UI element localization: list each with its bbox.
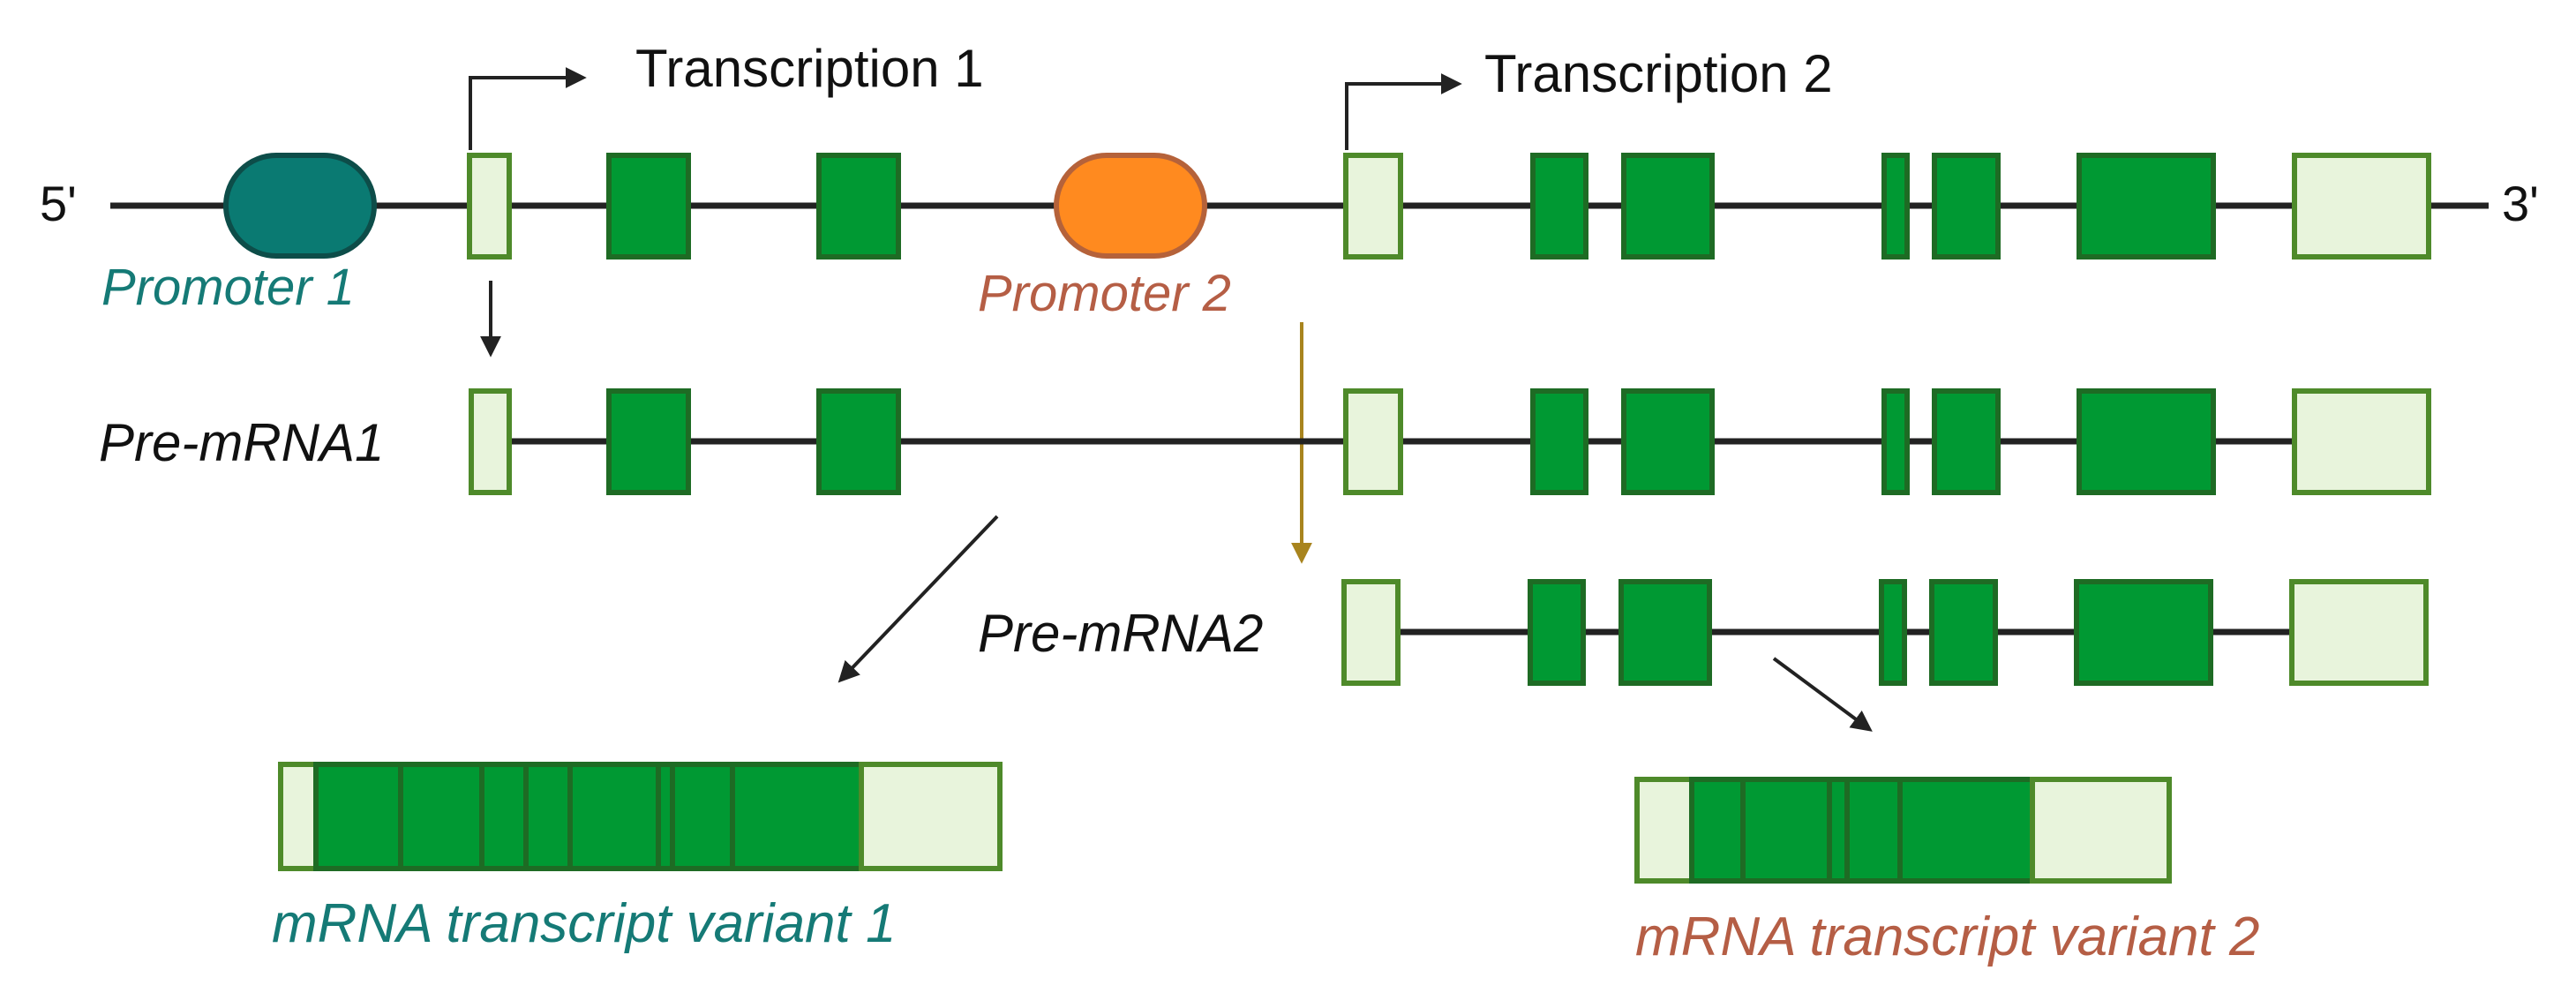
pre2-exon-1b-utr bbox=[1341, 579, 1401, 686]
v2-exon-8 bbox=[1897, 777, 2035, 884]
splice-1-arrow bbox=[837, 515, 999, 683]
pre-mrna-1-row: Pre-mRNA1 bbox=[99, 388, 2431, 495]
exon-last-utr bbox=[2292, 153, 2431, 260]
pre1-exon-5 bbox=[1621, 388, 1715, 495]
transcription-2-label: Transcription 2 bbox=[1484, 44, 1833, 103]
pre2-exon-last-utr bbox=[2289, 579, 2429, 686]
promoter-1-label: Promoter 1 bbox=[101, 259, 355, 316]
pre1-exon-last-utr bbox=[2292, 388, 2431, 495]
pre2-exon-7 bbox=[1929, 579, 1998, 686]
v1-exon-5 bbox=[523, 762, 573, 871]
exon-3 bbox=[816, 153, 901, 260]
pre1-exon-1a-utr bbox=[469, 388, 512, 495]
pre1-exon-2 bbox=[606, 388, 691, 495]
transcription-1-label: Transcription 1 bbox=[635, 39, 984, 98]
exon-6 bbox=[1881, 153, 1910, 260]
pre2-exon-8 bbox=[2074, 579, 2213, 686]
promoter-2 bbox=[1054, 153, 1207, 259]
v2-utr-5 bbox=[1634, 777, 1694, 884]
v1-exon-6 bbox=[567, 762, 661, 871]
exon-2 bbox=[606, 153, 691, 260]
pre-mrna-2-row: Pre-mRNA2 bbox=[978, 579, 2429, 686]
mrna-variant-2: mRNA transcript variant 2 bbox=[1634, 777, 2259, 967]
pre1-exon-4 bbox=[1530, 388, 1588, 495]
promoter-1 bbox=[223, 153, 377, 259]
three-prime-label: 3' bbox=[2502, 176, 2539, 231]
v2-exon-4 bbox=[1689, 777, 1746, 884]
pre2-exon-6 bbox=[1879, 579, 1907, 686]
pre1-exon-8 bbox=[2077, 388, 2216, 495]
exon-1a-utr bbox=[467, 153, 512, 260]
splice-2-arrow bbox=[1772, 657, 1873, 732]
five-prime-label: 5' bbox=[40, 176, 77, 231]
v1-exon-4 bbox=[479, 762, 529, 871]
v1-exon-2 bbox=[313, 762, 403, 871]
v1-exon-9 bbox=[730, 762, 864, 871]
pre-mrna-2-label: Pre-mRNA2 bbox=[978, 604, 1263, 663]
pre2-exon-5 bbox=[1618, 579, 1712, 686]
pre2-exon-4 bbox=[1528, 579, 1586, 686]
mrna-variant-1-label: mRNA transcript variant 1 bbox=[272, 893, 896, 954]
transcription-2-arrow bbox=[1345, 73, 1462, 150]
pre1-exon-3 bbox=[816, 388, 901, 495]
exon-1b-utr bbox=[1343, 153, 1403, 260]
exon-4 bbox=[1530, 153, 1588, 260]
v1-exon-8 bbox=[670, 762, 735, 871]
mrna-variant-2-label: mRNA transcript variant 2 bbox=[1635, 906, 2259, 967]
v2-utr-3 bbox=[2030, 777, 2172, 884]
promoter-2-label: Promoter 2 bbox=[978, 265, 1231, 322]
pre1-exon-6 bbox=[1881, 388, 1910, 495]
v1-utr-3 bbox=[859, 762, 1003, 871]
exon-7 bbox=[1932, 153, 2001, 260]
transcription-1-arrow bbox=[469, 67, 587, 150]
v2-exon-7 bbox=[1844, 777, 1903, 884]
v2-exon-5 bbox=[1740, 777, 1832, 884]
exon-5 bbox=[1621, 153, 1715, 260]
v1-exon-3 bbox=[398, 762, 484, 871]
gene-row: 5' 3' Transcription 1 Transcription 2 Pr… bbox=[40, 39, 2539, 322]
exon-8 bbox=[2077, 153, 2216, 260]
v1-utr-5 bbox=[278, 762, 319, 871]
pre1-exon-1b-utr bbox=[1343, 388, 1403, 495]
pre1-exon-7 bbox=[1932, 388, 2001, 495]
pre-mrna-1-label: Pre-mRNA1 bbox=[99, 413, 384, 472]
mrna-variant-1: mRNA transcript variant 1 bbox=[272, 762, 1003, 954]
